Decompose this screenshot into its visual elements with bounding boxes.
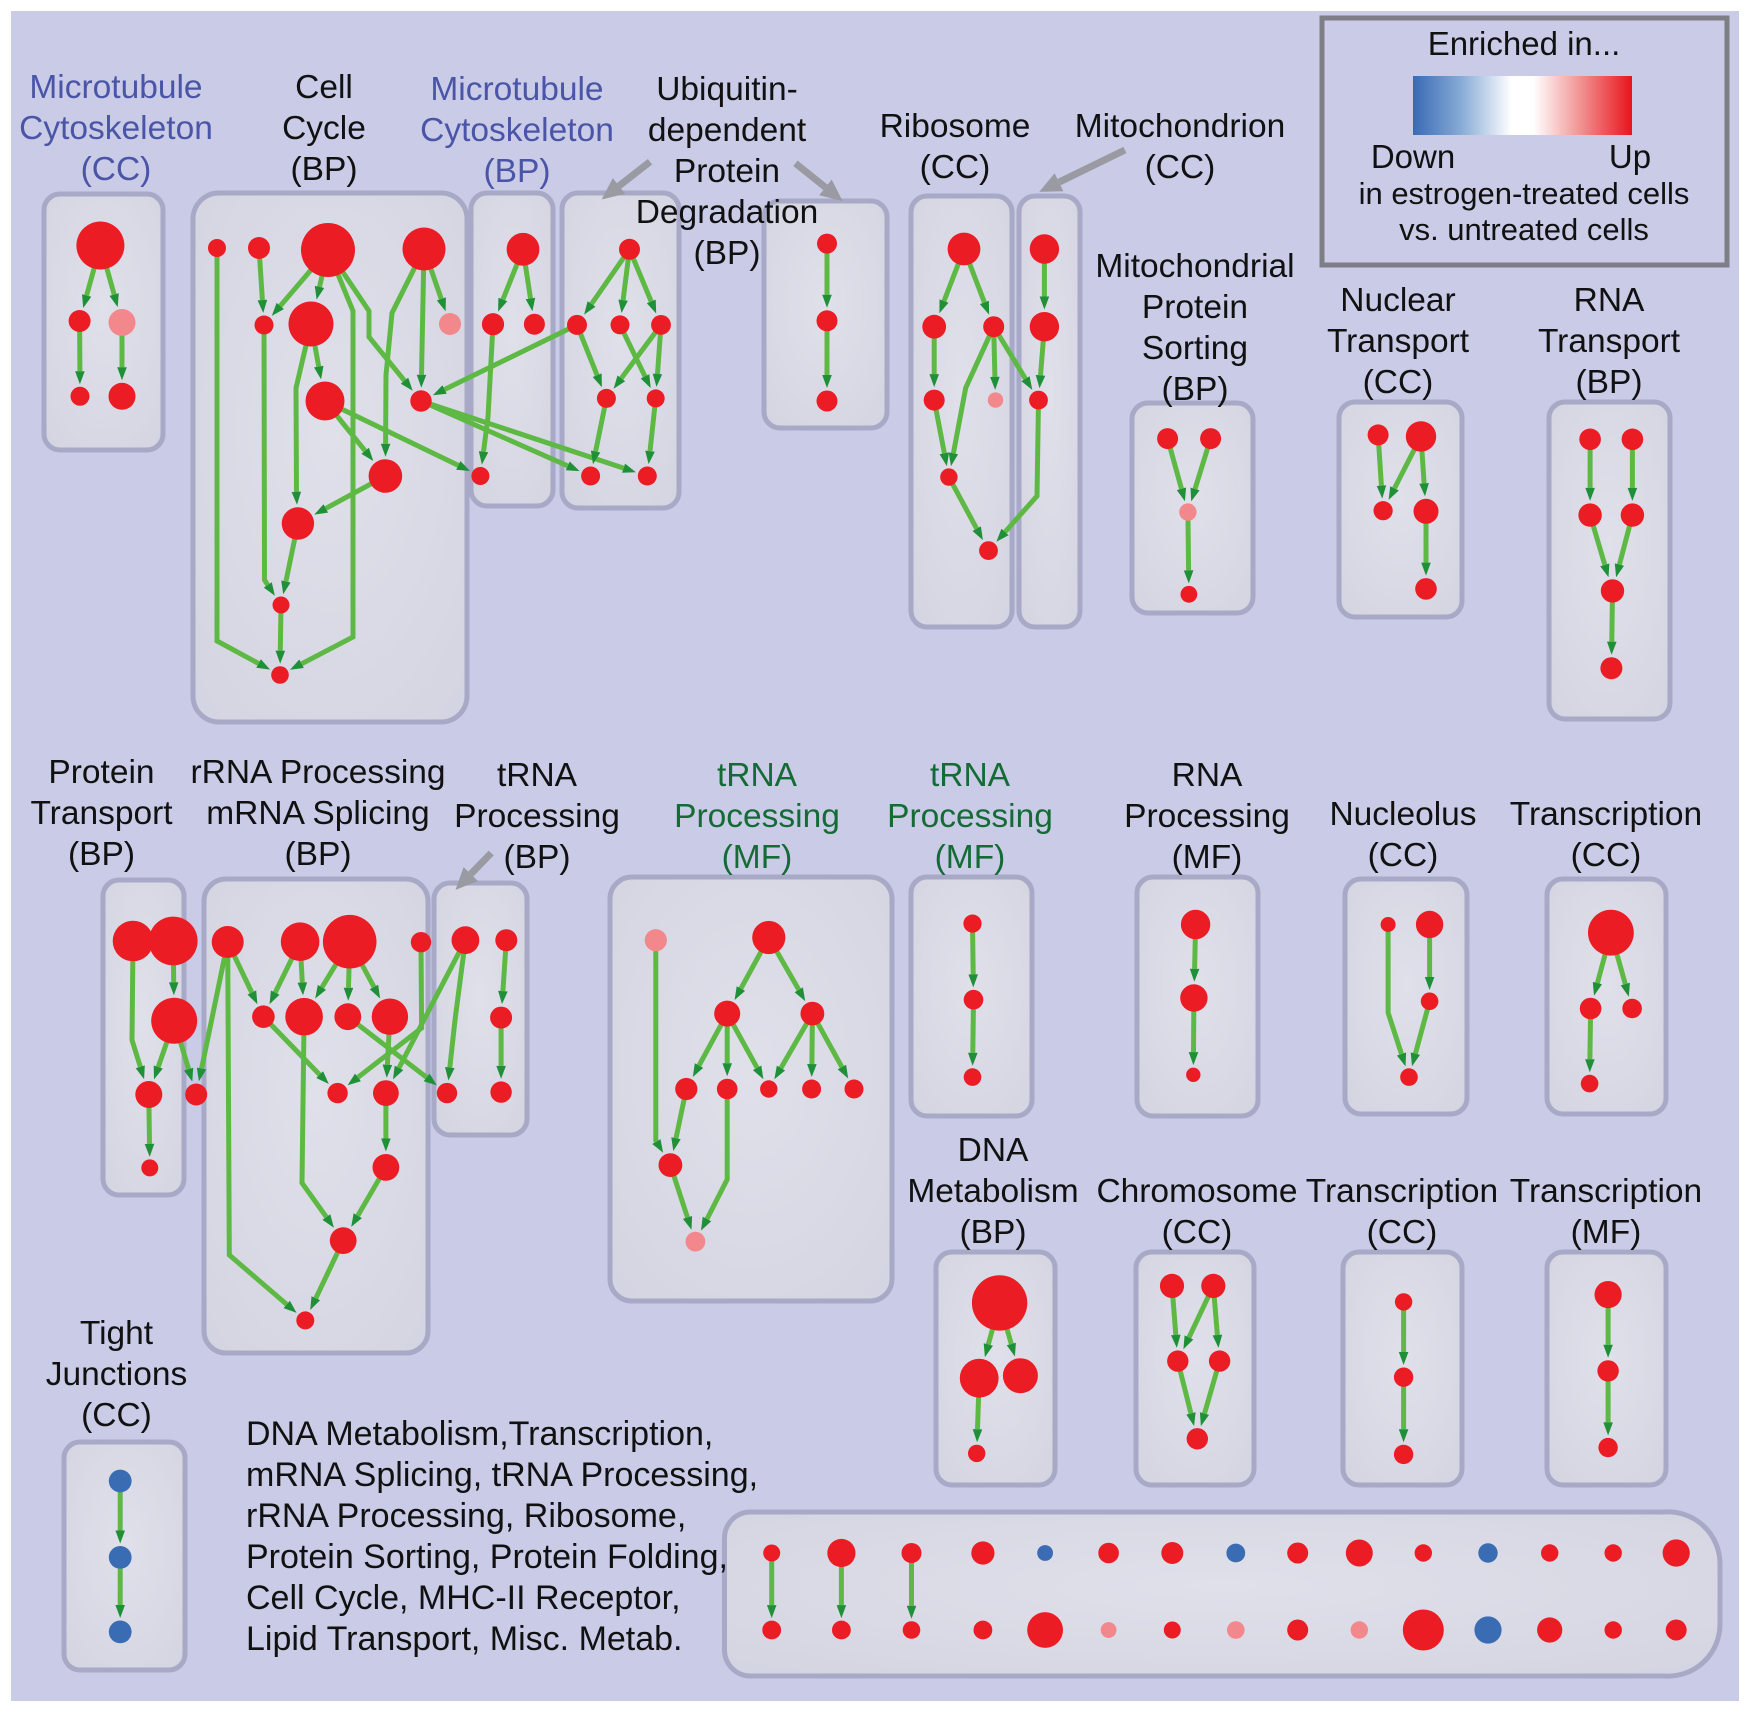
svg-text:dependent: dependent	[648, 112, 807, 149]
svg-text:Processing: Processing	[674, 798, 840, 835]
svg-text:Transport: Transport	[30, 795, 173, 832]
svg-text:Ubiquitin-: Ubiquitin-	[656, 71, 798, 108]
svg-text:RNA: RNA	[1172, 757, 1243, 794]
svg-text:tRNA: tRNA	[717, 757, 798, 794]
svg-text:Cytoskeleton: Cytoskeleton	[420, 112, 614, 149]
svg-text:tRNA: tRNA	[930, 757, 1011, 794]
svg-text:(CC): (CC)	[1367, 1214, 1438, 1251]
svg-text:(BP): (BP)	[285, 836, 352, 873]
svg-text:tRNA: tRNA	[497, 757, 578, 794]
svg-text:(CC): (CC)	[1571, 837, 1642, 874]
svg-text:Ribosome: Ribosome	[880, 108, 1031, 145]
svg-text:Degradation: Degradation	[636, 194, 819, 231]
svg-text:Processing: Processing	[1124, 798, 1290, 835]
svg-text:(BP): (BP)	[1162, 371, 1229, 408]
svg-text:Tight: Tight	[80, 1315, 154, 1352]
svg-text:(BP): (BP)	[504, 839, 571, 876]
svg-text:Sorting: Sorting	[1142, 330, 1248, 367]
svg-text:(CC): (CC)	[1162, 1214, 1233, 1251]
svg-text:(BP): (BP)	[68, 836, 135, 873]
svg-text:Cycle: Cycle	[282, 110, 366, 147]
svg-text:in estrogen-treated cells: in estrogen-treated cells	[1359, 176, 1690, 211]
svg-text:RNA: RNA	[1574, 282, 1645, 319]
svg-text:(CC): (CC)	[81, 151, 152, 188]
svg-text:DNA Metabolism,Transcription,: DNA Metabolism,Transcription,	[246, 1415, 713, 1453]
svg-text:Protein: Protein	[674, 153, 780, 190]
svg-text:Protein: Protein	[1142, 289, 1248, 326]
svg-text:Protein Sorting, Protein Foldi: Protein Sorting, Protein Folding,	[246, 1538, 728, 1576]
svg-text:(CC): (CC)	[920, 149, 991, 186]
svg-text:mRNA Splicing, tRNA Processing: mRNA Splicing, tRNA Processing,	[246, 1456, 758, 1494]
svg-text:(MF): (MF)	[722, 839, 793, 876]
svg-text:Chromosome: Chromosome	[1096, 1173, 1297, 1210]
svg-text:Protein: Protein	[48, 754, 154, 791]
svg-text:Processing: Processing	[454, 798, 620, 835]
svg-text:(CC): (CC)	[81, 1397, 152, 1434]
svg-text:Mitochondrial: Mitochondrial	[1095, 248, 1294, 285]
svg-text:Enriched in...: Enriched in...	[1428, 25, 1621, 62]
svg-text:(BP): (BP)	[291, 151, 358, 188]
svg-text:(MF): (MF)	[1571, 1214, 1642, 1251]
svg-text:(BP): (BP)	[484, 153, 551, 190]
svg-text:Microtubule: Microtubule	[430, 71, 603, 108]
svg-text:Transcription: Transcription	[1306, 1173, 1498, 1210]
svg-text:Microtubule: Microtubule	[29, 69, 202, 106]
svg-text:Down: Down	[1371, 138, 1455, 175]
svg-text:vs. untreated cells: vs. untreated cells	[1399, 212, 1649, 247]
svg-text:Lipid Transport, Misc. Metab.: Lipid Transport, Misc. Metab.	[246, 1620, 683, 1658]
svg-text:Mitochondrion: Mitochondrion	[1075, 108, 1285, 145]
svg-text:(MF): (MF)	[1172, 839, 1243, 876]
svg-text:(BP): (BP)	[1576, 364, 1643, 401]
svg-text:Up: Up	[1609, 138, 1651, 175]
svg-text:Processing: Processing	[887, 798, 1053, 835]
svg-text:(BP): (BP)	[960, 1214, 1027, 1251]
svg-text:(MF): (MF)	[935, 839, 1006, 876]
svg-text:Junctions: Junctions	[46, 1356, 188, 1393]
svg-text:Metabolism: Metabolism	[907, 1173, 1078, 1210]
svg-text:Cytoskeleton: Cytoskeleton	[19, 110, 213, 147]
svg-text:Transport: Transport	[1327, 323, 1470, 360]
svg-text:Cell: Cell	[295, 69, 353, 106]
svg-text:mRNA Splicing: mRNA Splicing	[206, 795, 429, 832]
svg-text:rRNA Processing: rRNA Processing	[190, 754, 445, 791]
svg-text:(BP): (BP)	[694, 235, 761, 272]
svg-text:DNA: DNA	[958, 1132, 1029, 1169]
svg-text:Transcription: Transcription	[1510, 1173, 1702, 1210]
svg-text:Nuclear: Nuclear	[1340, 282, 1455, 319]
svg-text:Transcription: Transcription	[1510, 796, 1702, 833]
svg-text:Transport: Transport	[1538, 323, 1681, 360]
svg-text:(CC): (CC)	[1368, 837, 1439, 874]
svg-text:(CC): (CC)	[1145, 149, 1216, 186]
svg-text:Nucleolus: Nucleolus	[1329, 796, 1476, 833]
svg-text:rRNA Processing, Ribosome,: rRNA Processing, Ribosome,	[246, 1497, 686, 1535]
svg-text:(CC): (CC)	[1363, 364, 1434, 401]
svg-text:Cell Cycle, MHC-II Receptor,: Cell Cycle, MHC-II Receptor,	[246, 1579, 681, 1617]
